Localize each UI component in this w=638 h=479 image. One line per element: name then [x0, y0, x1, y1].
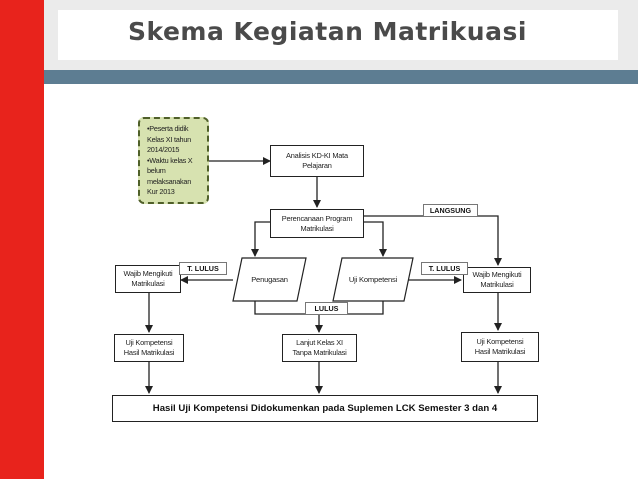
uji-right-line-1: Uji Kompetensi [476, 337, 524, 347]
note-line: 2014/2015 [147, 145, 180, 155]
arrow-perencanaan-to-penugasan [251, 221, 270, 257]
note-line: belum [147, 166, 166, 176]
t-lulus-left-label: T. LULUS [179, 262, 227, 275]
arrow-perencanaan-to-wajib-right [364, 215, 502, 266]
note-line: Kelas XI tahun [147, 134, 191, 144]
left-accent-bar [0, 0, 44, 479]
slide-title: Skema Kegiatan Matrikuasi [128, 17, 527, 46]
title-panel [58, 10, 618, 60]
note-line: melaksanakan [147, 176, 192, 186]
uji-left-line-1: Uji Kompetensi [125, 338, 173, 348]
note-line: •Peserta didik [147, 124, 189, 133]
lulus-label: LULUS [305, 302, 348, 315]
arrow-perencanaan-to-uji [364, 221, 387, 257]
wajib-left-line-2: Matrikulasi [131, 279, 165, 288]
lanjut-line-2: Tanpa Matrikulasi [292, 348, 347, 357]
t-lulus-right-label: T. LULUS [421, 262, 468, 275]
penugasan-shape [232, 257, 307, 302]
wajib-right-line-2: Matrikulasi [480, 280, 514, 289]
final-result-box: Hasil Uji Kompetensi Didokumenkan pada S… [112, 395, 538, 422]
uji-kompetensi-label: Uji Kompetensi [348, 275, 398, 284]
perencanaan-line-1: Perencanaan Program [281, 213, 353, 223]
header-separator [44, 70, 638, 84]
uji-left-line-2: Hasil Matrikulasi [123, 348, 175, 357]
note-line: Kur 2013 [147, 187, 175, 197]
lanjut-line-1: Lanjut Kelas XI [296, 338, 343, 348]
uji-kompetensi-shape [332, 257, 414, 302]
wajib-right-line-1: Wajib Mengikuti [472, 270, 522, 280]
langsung-label: LANGSUNG [423, 204, 478, 217]
uji-right-line-2: Hasil Matrikulasi [474, 347, 526, 356]
note-line: •Waktu kelas X [147, 155, 193, 165]
analisis-line-1: Analisis KD-KI Mata [286, 151, 348, 161]
wajib-left-line-1: Wajib Mengikuti [123, 269, 173, 279]
participant-note: •Peserta didik Kelas XI tahun 2014/2015 … [138, 117, 209, 204]
analisis-line-2: Pelajaran [302, 161, 332, 170]
penugasan-label: Penugasan [251, 275, 288, 284]
perencanaan-line-2: Matrikulasi [300, 223, 334, 233]
